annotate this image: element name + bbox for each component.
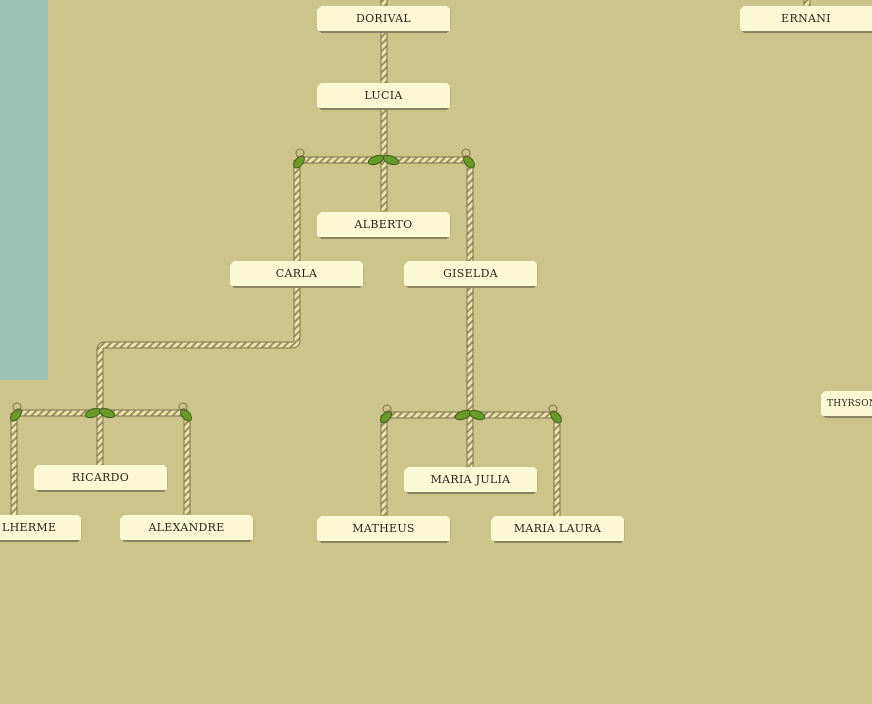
person-name: Ricardo	[71, 471, 130, 484]
leaf-icon	[454, 409, 486, 421]
person-name: lherme	[2, 521, 57, 534]
person-card-alberto[interactable]: Alberto	[317, 212, 451, 239]
leaf-icon	[367, 154, 400, 166]
person-card-guilherme[interactable]: lherme	[0, 515, 82, 542]
leaf-icon	[380, 404, 392, 424]
person-name: Giselda	[443, 267, 498, 280]
person-name: Maria Laura	[513, 522, 602, 535]
person-name: Alberto	[354, 218, 413, 231]
person-name: Carla	[275, 267, 318, 280]
person-name: Ernani	[781, 12, 831, 25]
person-card-matheus[interactable]: Matheus	[317, 516, 451, 543]
leaf-icon	[293, 148, 305, 169]
person-name: Dorival	[355, 12, 411, 25]
person-card-maria-laura[interactable]: Maria Laura	[491, 516, 625, 543]
leaf-icon	[548, 404, 562, 424]
person-name: Maria Julia	[430, 473, 511, 486]
person-name: Alexandre	[148, 521, 225, 534]
person-card-carla[interactable]: Carla	[230, 261, 364, 288]
leaf-icon	[84, 407, 116, 419]
person-name: Matheus	[352, 522, 415, 535]
person-card-maria-julia[interactable]: Maria Julia	[404, 467, 538, 494]
person-card-dorival[interactable]: Dorival	[317, 6, 451, 33]
person-name: Thyrson	[827, 398, 869, 409]
leaf-icon	[178, 402, 192, 422]
person-name: Lucia	[364, 89, 403, 102]
leaf-icon	[10, 402, 22, 422]
person-card-ernani[interactable]: Ernani	[740, 6, 872, 33]
person-card-thyrson[interactable]: Thyrson	[821, 391, 872, 418]
person-card-lucia[interactable]: Lucia	[317, 83, 451, 110]
person-card-alexandre[interactable]: Alexandre	[120, 515, 254, 542]
leaf-icon	[461, 148, 475, 169]
person-card-ricardo[interactable]: Ricardo	[34, 465, 168, 492]
person-card-giselda[interactable]: Giselda	[404, 261, 538, 288]
side-panel	[0, 0, 48, 380]
